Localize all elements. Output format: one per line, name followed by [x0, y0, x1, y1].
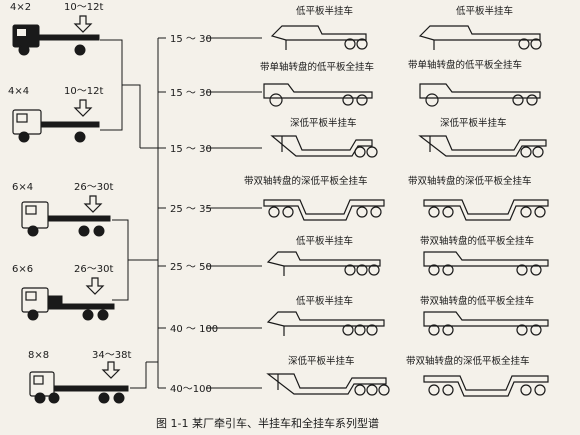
tractor-3: 6×4 26～30t [12, 182, 113, 237]
tractor-4-tonnage: 26～30t [74, 264, 113, 275]
double-axle-turntable-low-full-trailer-icon [423, 311, 549, 336]
tractor-1-drive: 4×2 [10, 2, 31, 13]
row-4-right-label: 带双轴转盘的深低平板全挂车 [408, 175, 532, 187]
row-4: 25 ～ 35 带双轴转盘的深低平板全挂车 带双轴转盘的深低平板全挂车 [170, 175, 549, 221]
arrow-down-icon [73, 99, 93, 117]
tractor-6x4-icon [21, 201, 111, 237]
arrow-down-icon [73, 15, 93, 33]
tractor-5-tonnage: 34～38t [92, 350, 131, 361]
arrow-down-icon [85, 277, 105, 295]
row-1-right-label: 低平板半挂车 [456, 5, 513, 17]
row-6-right-label: 带双轴转盘的低平板全挂车 [420, 295, 534, 307]
double-axle-turntable-deep-low-full-trailer-icon [263, 199, 385, 221]
low-flatbed-semitrailer-icon [270, 25, 368, 50]
row-2: 15 ～ 30 带单轴转盘的低平板全挂车 带单轴转盘的低平板全挂车 [170, 59, 541, 107]
row-1-range: 15 ～ 30 [170, 34, 212, 45]
connector-lines [100, 37, 262, 389]
tractor-4: 6×6 26～30t [12, 264, 115, 321]
tractor-2: 4×4 10～12t [8, 86, 103, 143]
row-7: 40～100 深低平板半挂车 带双轴转盘的深低平板全挂车 [170, 355, 549, 397]
row-3: 15 ～ 30 深低平板半挂车 深低平板半挂车 [170, 117, 547, 158]
tractor-5: 8×8 34～38t [28, 350, 131, 404]
double-axle-turntable-low-full-trailer-icon [423, 251, 549, 276]
tractor-4x2-icon [12, 24, 100, 56]
row-4-left-label: 带双轴转盘的深低平板全挂车 [244, 175, 368, 187]
row-2-right-label: 带单轴转盘的低平板全挂车 [408, 59, 522, 71]
arrow-down-icon [83, 195, 103, 213]
row-5-left-label: 低平板半挂车 [296, 235, 353, 247]
row-1: 15 ～ 30 低平板半挂车 低平板半挂车 [170, 5, 542, 50]
tractor-3-drive: 6×4 [12, 182, 33, 193]
row-3-left-label: 深低平板半挂车 [290, 117, 357, 129]
row-7-left-label: 深低平板半挂车 [288, 355, 355, 367]
figure-caption: 图 1-1 某厂牵引车、半挂车和全挂车系列型谱 [156, 416, 379, 430]
row-6-range: 40 ～ 100 [170, 324, 218, 335]
double-axle-turntable-deep-low-full-trailer-icon [423, 199, 549, 221]
deep-low-flatbed-semitrailer-icon [418, 135, 547, 158]
tractor-6x6-icon [21, 287, 115, 321]
row-5-range: 25 ～ 50 [170, 262, 212, 273]
single-axle-turntable-full-trailer-icon [419, 83, 541, 107]
tractor-4-drive: 6×6 [12, 264, 33, 275]
tractor-2-tonnage: 10～12t [64, 86, 103, 97]
row-4-range: 25 ～ 35 [170, 204, 212, 215]
row-5-right-label: 带双轴转盘的低平板全挂车 [420, 235, 534, 247]
row-5: 25 ～ 50 低平板半挂车 带双轴转盘的低平板全挂车 [170, 235, 549, 276]
tractor-4x4-icon [12, 109, 100, 143]
tractor-8x8-icon [29, 371, 129, 404]
deep-low-flatbed-semitrailer-icon [270, 135, 378, 158]
low-flatbed-semitrailer-icon [266, 251, 381, 276]
single-axle-turntable-full-trailer-icon [263, 83, 373, 107]
tractor-3-tonnage: 26～30t [74, 182, 113, 193]
low-flatbed-semitrailer-icon [266, 311, 385, 336]
deep-low-flatbed-semitrailer-icon [266, 373, 390, 396]
arrow-down-icon [101, 361, 121, 379]
row-6: 40 ～ 100 低平板半挂车 带双轴转盘的低平板全挂车 [170, 295, 549, 336]
row-3-range: 15 ～ 30 [170, 144, 212, 155]
row-6-left-label: 低平板半挂车 [296, 295, 353, 307]
row-7-range: 40～100 [170, 384, 212, 395]
row-2-range: 15 ～ 30 [170, 88, 212, 99]
row-7-right-label: 带双轴转盘的深低平板全挂车 [406, 355, 530, 367]
row-2-left-label: 带单轴转盘的低平板全挂车 [260, 61, 374, 73]
row-3-right-label: 深低平板半挂车 [440, 117, 507, 129]
tractor-1-tonnage: 10～12t [64, 2, 103, 13]
double-axle-turntable-deep-low-full-trailer-icon [423, 375, 549, 397]
row-1-left-label: 低平板半挂车 [296, 5, 353, 17]
tractor-1: 4×2 10～12t [10, 2, 103, 56]
tractor-5-drive: 8×8 [28, 350, 49, 361]
tractor-2-drive: 4×4 [8, 86, 29, 97]
low-flatbed-semitrailer-icon [418, 25, 542, 50]
